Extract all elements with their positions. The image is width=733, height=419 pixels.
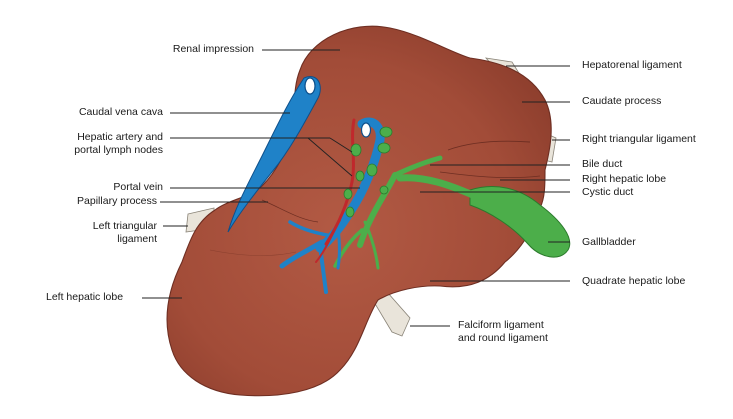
leader-lines [142,49,570,327]
portal-vein-branch-4 [336,226,341,270]
label-right-triangular-ligament: Right triangular ligament [582,133,696,145]
right-lobe-contour [447,140,531,151]
label-left-hepatic-lobe: Left hepatic lobe [46,291,124,303]
cystic-duct [396,174,479,200]
hepatic-artery-branch [315,219,341,263]
label-right-hepatic-lobe: Right hepatic lobe [582,173,667,185]
right-hepatic-duct [392,155,443,178]
caudal-vena-cava [227,76,321,233]
papillary-contour [261,199,319,223]
label-portal-vein: Portal vein [113,181,163,193]
label-cystic-duct: Cystic duct [582,186,634,198]
label-bile-duct: Bile duct [582,158,623,170]
label-caudal-vena-cava: Caudal vena cava [78,106,163,118]
portal-vein-branch-3 [288,220,334,238]
left-lobe-notch [209,249,297,256]
label-hepatic-artery-portal-lymph-nodes: Hepatic artery and portal lymph nodes [74,131,163,156]
bile-duct-branch-left-2 [363,220,380,270]
bile-duct [357,172,398,248]
portal-vein-opening [360,122,372,138]
liver-body [166,25,552,397]
caudal-vena-cava-opening [304,77,316,95]
label-caudate-process: Caudate process [582,95,662,107]
label-left-triangular-ligament: Left triangular ligament [92,220,157,245]
label-papillary-process: Papillary process [77,195,157,207]
label-falciform-round-ligament: Falciform ligament and round ligament [458,319,548,344]
portal-lymph-nodes [343,126,393,218]
caudate-contour [439,171,541,178]
bile-duct-branch-left [333,228,364,268]
label-quadrate-hepatic-lobe: Quadrate hepatic lobe [582,275,686,287]
label-renal-impression: Renal impression [172,43,254,55]
portal-vein-branch-1 [279,239,325,269]
portal-vein-branch-2 [318,244,328,294]
label-gallbladder: Gallbladder [582,236,636,248]
label-hepatorenal-ligament: Hepatorenal ligament [582,59,682,71]
